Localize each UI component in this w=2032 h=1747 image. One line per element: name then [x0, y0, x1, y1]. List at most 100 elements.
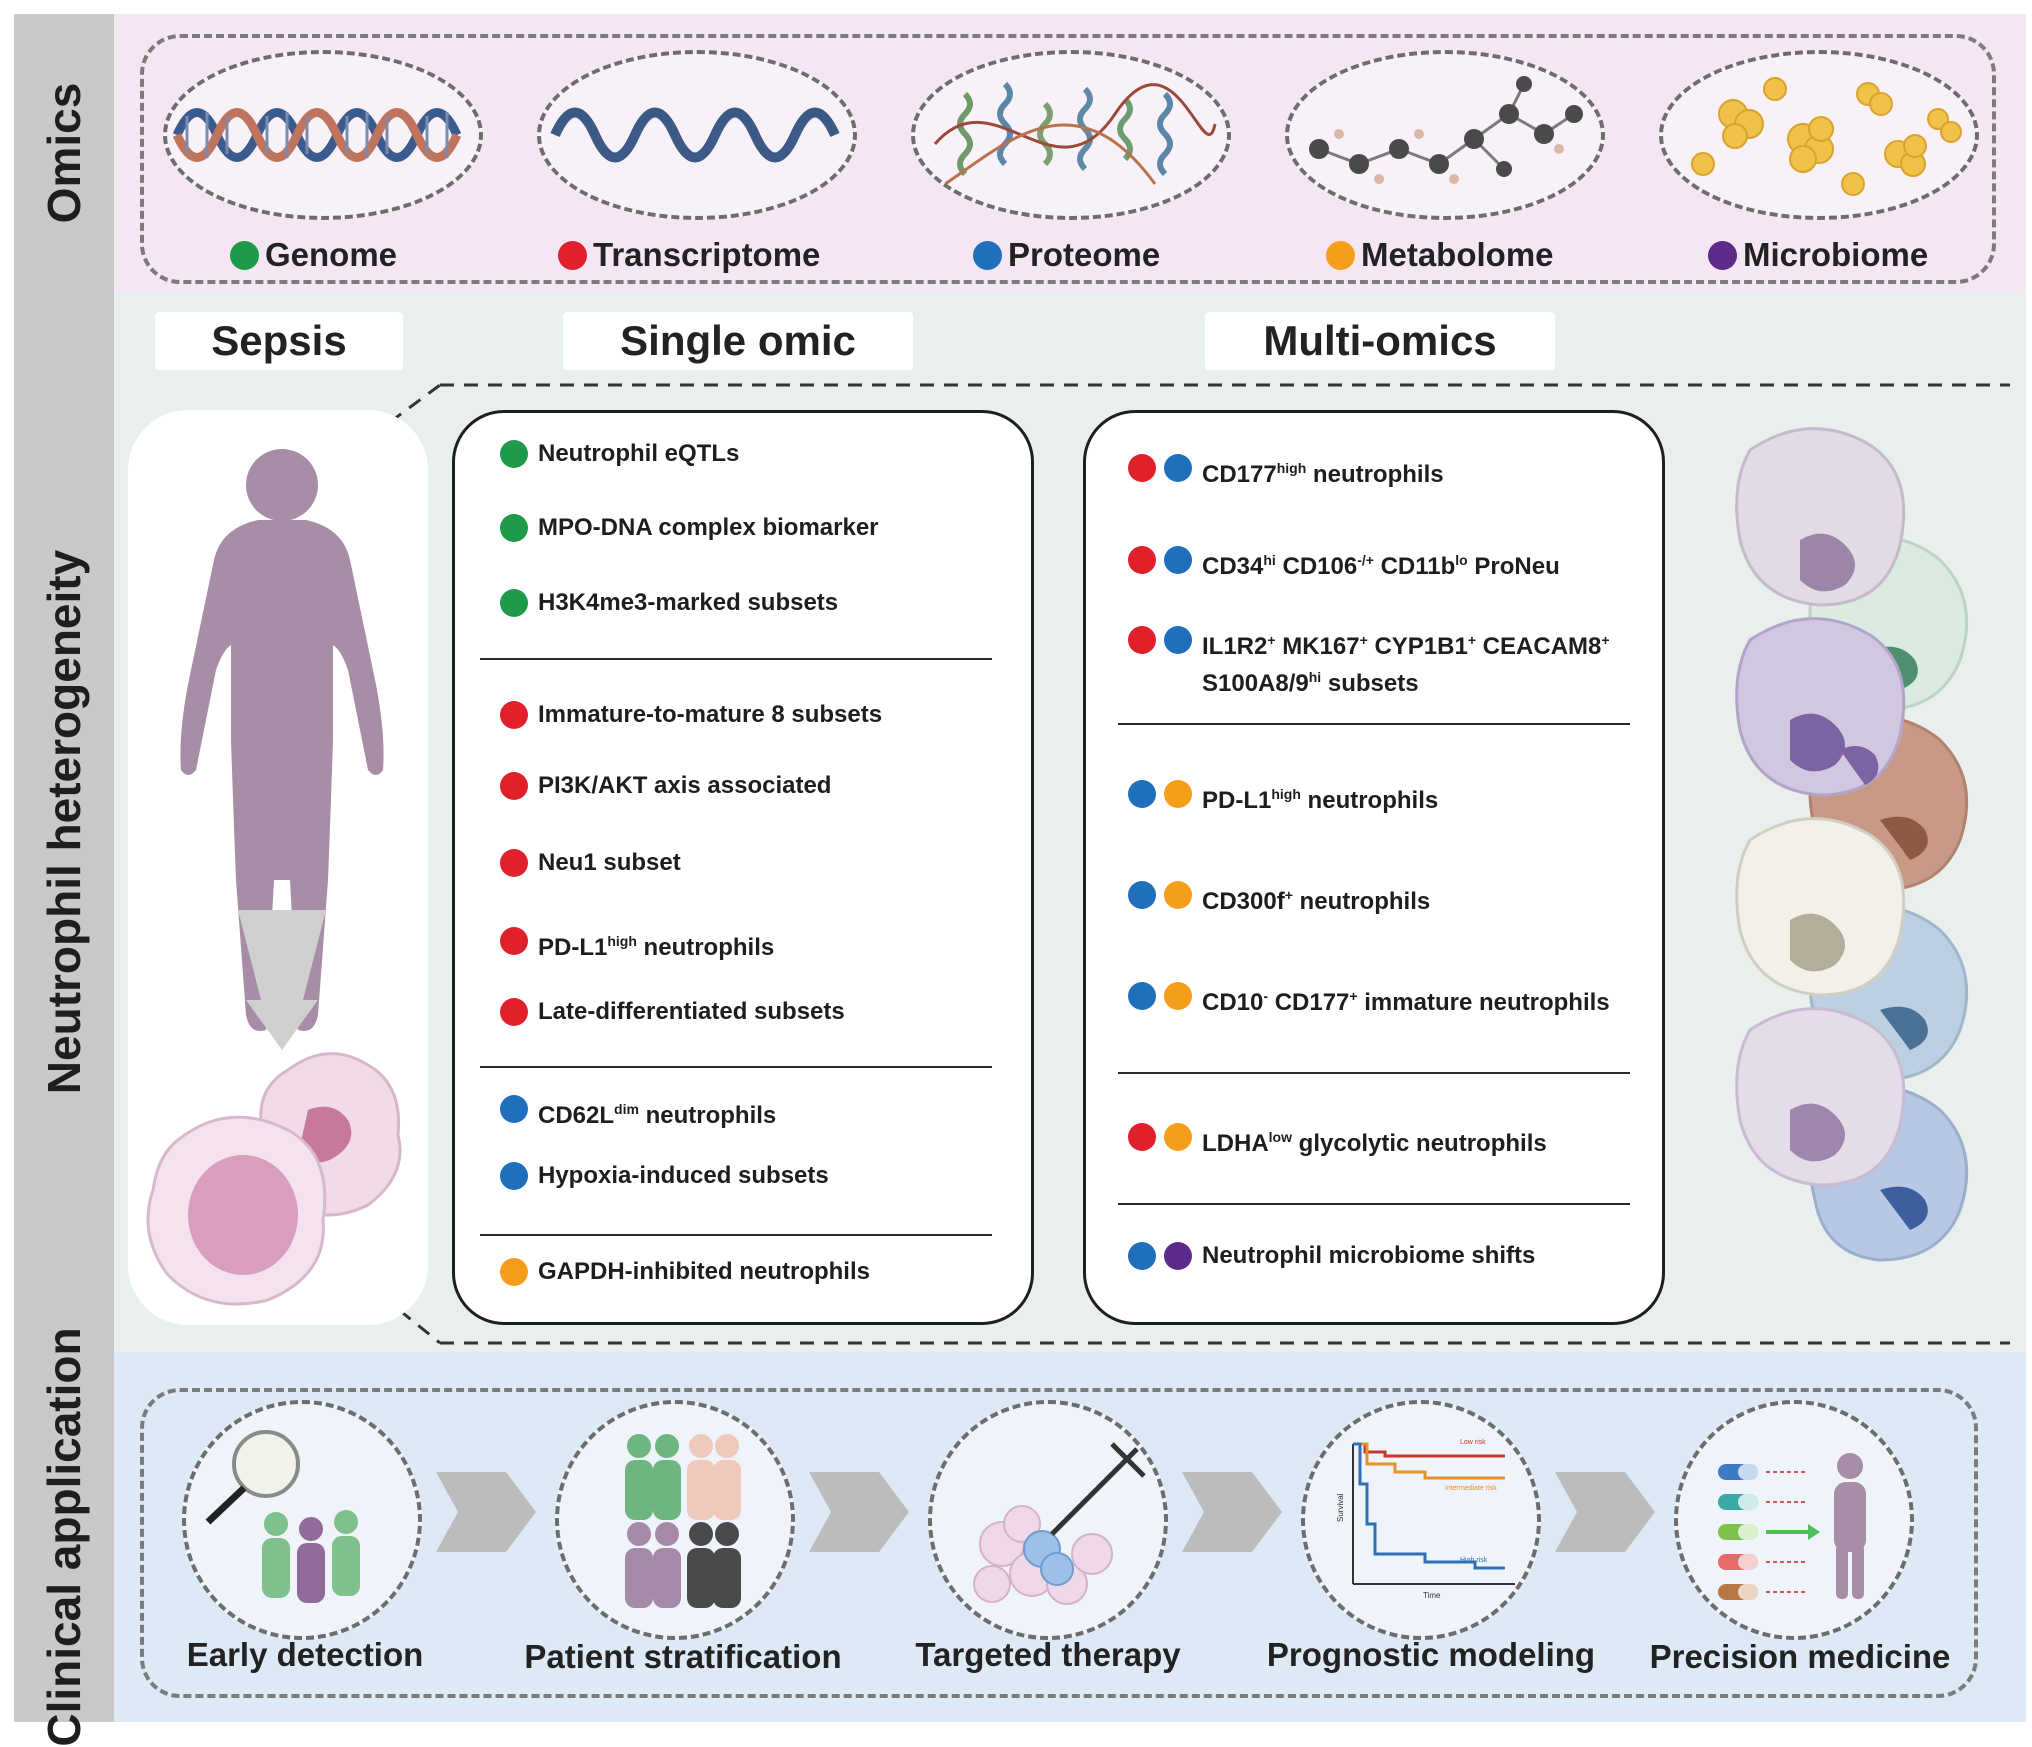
metabolome-dot-icon — [1326, 240, 1355, 270]
item-text-sup: high — [1271, 786, 1301, 802]
syringe-cells-icon — [928, 1400, 1168, 1640]
item-text: GAPDH-inhibited neutrophils — [538, 1258, 870, 1285]
transcriptome-dot-icon — [500, 849, 528, 877]
clinical-label-patient-stratification: Patient stratification — [524, 1638, 842, 1675]
item-text: CD34hi CD106-/+ CD11blo ProNeu — [1202, 545, 1560, 582]
multi-item-ldha-low: LDHAlow glycolytic neutrophils — [1128, 1122, 1547, 1159]
item-text-main: CD11b — [1373, 553, 1456, 580]
omics-dot-icon — [1128, 1123, 1156, 1151]
item-text-main: ProNeu — [1467, 553, 1560, 580]
omics-dot-icon — [1164, 546, 1192, 574]
multi-item-microbiome-shifts: Neutrophil microbiome shifts — [1128, 1241, 1535, 1271]
item-text: H3K4me3-marked subsets — [538, 589, 839, 616]
legend-transcriptome: Transcriptome — [558, 236, 820, 274]
genome-dot-icon — [500, 514, 528, 542]
patient-groups-icon — [555, 1400, 795, 1640]
single-omic-divider — [480, 1234, 992, 1236]
item-text-sup: + — [1284, 887, 1293, 903]
item-text-sup: + — [1349, 988, 1358, 1004]
item-text-main: CD177 — [1268, 989, 1350, 1016]
omics-dashed-frame — [140, 34, 1996, 284]
legend-transcriptome-label: Transcriptome — [593, 236, 821, 273]
magnifier-population-icon — [182, 1400, 422, 1640]
item-text-main: subsets — [1321, 670, 1419, 697]
item-text-sup: - — [1263, 988, 1269, 1004]
sidebar-omics: Omics — [14, 14, 114, 292]
omics-dot-icon — [1128, 454, 1156, 482]
single-item-mpo-dna: MPO-DNA complex biomarker — [500, 513, 879, 543]
proteome-dot-icon — [973, 240, 1002, 270]
neutrophil-cells-icon — [146, 1052, 402, 1306]
survival-xlabel: Time — [1423, 1591, 1441, 1600]
item-text-line: S100A8/9hi subsets — [1202, 662, 1610, 699]
omics-dot-icon — [1128, 1242, 1156, 1270]
omics-dot-icon — [1164, 1242, 1192, 1270]
item-text: Neu1 subset — [538, 849, 681, 876]
multi-omics-divider — [1118, 723, 1630, 725]
omics-dot-icon — [1164, 780, 1192, 808]
multi-omics-divider — [1118, 1203, 1630, 1205]
item-text: CD177high neutrophils — [1202, 453, 1444, 490]
item-text-line: IL1R2+ MK167+ CYP1B1+ CEACAM8+ — [1202, 625, 1610, 662]
item-text-main: CD177 — [1202, 461, 1277, 488]
item-text-main: neutrophils — [636, 934, 775, 961]
item-text-main: PD-L1 — [1202, 787, 1272, 814]
multi-item-cd34-proneu: CD34hi CD106-/+ CD11blo ProNeu — [1128, 545, 1560, 582]
item-text-main: CD300f — [1202, 888, 1285, 915]
transcriptome-dot-icon — [500, 772, 528, 800]
legend-microbiome: Microbiome — [1708, 236, 1928, 274]
genome-dot-icon — [230, 240, 259, 270]
item-text: Neutrophil eQTLs — [538, 440, 740, 467]
item-text-main: S100A8/9 — [1202, 670, 1309, 697]
single-item-late-differentiated: Late-differentiated subsets — [500, 997, 845, 1027]
item-text-main: MK167 — [1275, 633, 1360, 660]
survival-curve-icon: Low risk Intermediate risk High risk Tim… — [1301, 1400, 1541, 1640]
item-text: CD300f+ neutrophils — [1202, 880, 1430, 917]
molecule-network-icon — [1285, 50, 1605, 220]
multi-item-il1r2-subsets: IL1R2+ MK167+ CYP1B1+ CEACAM8+S100A8/9hi… — [1128, 625, 1610, 699]
protein-structure-icon — [911, 50, 1231, 220]
single-omic-panel — [452, 410, 1034, 1325]
legend-proteome-label: Proteome — [1008, 236, 1161, 273]
item-text: PI3K/AKT axis associated — [538, 772, 832, 799]
transcriptome-dot-icon — [500, 998, 528, 1026]
multi-item-cd177-high: CD177high neutrophils — [1128, 453, 1444, 490]
multi-item-cd10-cd177: CD10- CD177+ immature neutrophils — [1128, 981, 1610, 1018]
sidebar-neutrophil: Neutrophil heterogeneity — [14, 292, 114, 1352]
bacteria-cluster-icon — [1659, 50, 1979, 220]
item-text-main: IL1R2 — [1202, 633, 1268, 660]
item-text-sup: low — [1268, 1129, 1292, 1145]
single-omic-divider — [480, 658, 992, 660]
legend-microbiome-label: Microbiome — [1743, 236, 1929, 273]
clinical-label-precision-medicine: Precision medicine — [1649, 1638, 1951, 1675]
microbiome-dot-icon — [1708, 240, 1737, 270]
single-item-neu1: Neu1 subset — [500, 848, 681, 878]
item-text: PD-L1high neutrophils — [1202, 779, 1438, 816]
dna-double-helix-icon — [163, 50, 483, 220]
item-text-sup: hi — [1263, 552, 1276, 568]
single-item-immature-to-mature: Immature-to-mature 8 subsets — [500, 700, 882, 730]
proteome-dot-icon — [500, 1095, 528, 1123]
item-text-sup: + — [1467, 632, 1477, 648]
multi-item-cd300f: CD300f+ neutrophils — [1128, 880, 1430, 917]
curve-label-low: Low risk — [1460, 1439, 1486, 1446]
legend-genome-label: Genome — [265, 236, 398, 273]
item-text-sup: dim — [614, 1101, 639, 1117]
item-text: CD62Ldim neutrophils — [538, 1094, 776, 1131]
neutrophil-section — [114, 292, 2026, 1352]
down-arrow-icon — [238, 910, 326, 1050]
omics-dot-icon — [1164, 881, 1192, 909]
item-text-main: CYP1B1 — [1367, 633, 1468, 660]
curve-label-high: High risk — [1460, 1557, 1488, 1564]
item-text: LDHAlow glycolytic neutrophils — [1202, 1122, 1547, 1159]
item-text-main: LDHA — [1202, 1130, 1269, 1157]
single-item-gapdh: GAPDH-inhibited neutrophils — [500, 1257, 870, 1287]
omics-dot-icon — [1164, 626, 1192, 654]
curve-label-intermediate: Intermediate risk — [1445, 1485, 1497, 1492]
omics-dot-icon — [1128, 881, 1156, 909]
sidebar-clinical: Clinical application — [14, 1327, 114, 1747]
rna-single-strand-icon — [537, 50, 857, 220]
item-text-main: immature neutrophils — [1357, 989, 1610, 1016]
multi-omics-divider — [1118, 1072, 1630, 1074]
item-text-main: CD62L — [538, 1102, 615, 1129]
